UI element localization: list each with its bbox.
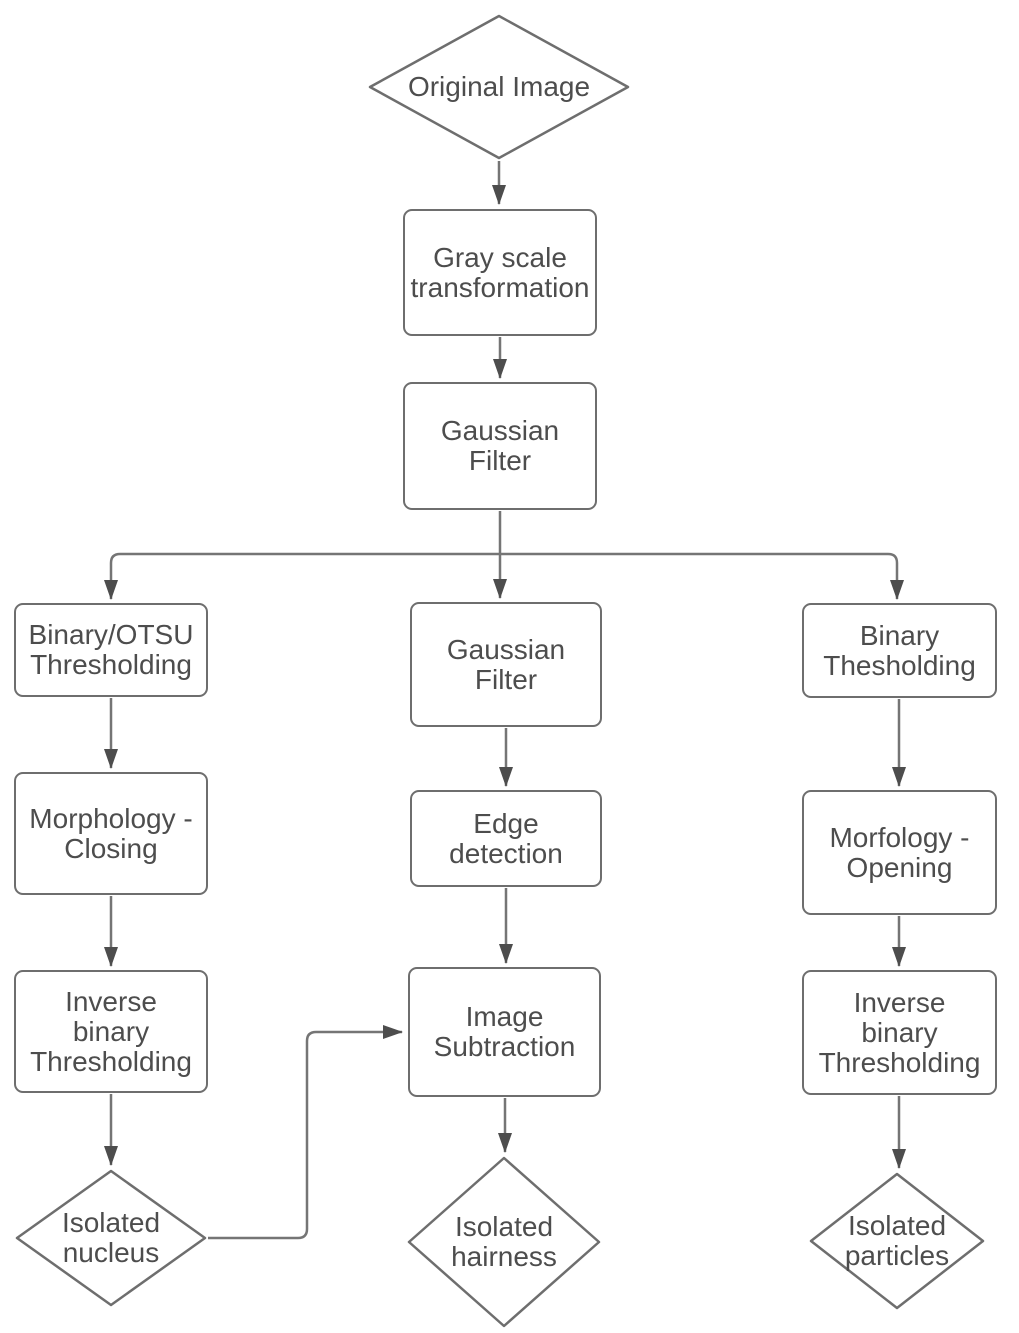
node-label: Inverse binary Thresholding <box>818 986 981 1078</box>
node-label: Binary Thesholding <box>823 619 976 681</box>
node-inverse-binary-thresholding-right: Inverse binary Thresholding <box>802 970 997 1095</box>
diamond-outline <box>407 1156 601 1328</box>
node-original-image: Original Image <box>368 14 630 160</box>
node-label: Gaussian Filter <box>440 415 560 476</box>
node-gaussian-filter-2: Gaussian Filter <box>410 602 602 727</box>
node-binary-otsu-thresholding: Binary/OTSU Thresholding <box>14 603 208 697</box>
node-label: Morphology - Closing <box>29 802 193 864</box>
node-label: Original Image <box>407 71 591 102</box>
diamond-outline <box>15 1169 207 1307</box>
node-label: Binary/OTSU Thresholding <box>28 619 194 680</box>
node-morphology-closing: Morphology - Closing <box>14 772 208 895</box>
edge-gaussian-to-binarythesholding <box>500 552 904 600</box>
node-gray-scale-transformation: Gray scale transformation <box>403 209 597 336</box>
diamond-shape <box>368 14 630 160</box>
node-label: Edge detection <box>449 807 563 869</box>
node-morfology-opening: Morfology - Opening <box>802 790 997 915</box>
edge-nucleus-to-subtraction <box>208 1025 403 1240</box>
diamond-outline <box>368 14 630 160</box>
diamond-shape <box>407 1156 601 1328</box>
diamond-outline <box>809 1172 985 1310</box>
node-edge-detection: Edge detection <box>410 790 602 887</box>
edge-gaussian-to-binaryotsu <box>104 552 500 600</box>
node-label: Inverse binary Thresholding <box>30 985 192 1077</box>
node-label: Isolated nucleus <box>61 1207 161 1268</box>
node-label: Gray scale transformation <box>410 241 590 303</box>
node-label: Image Subtraction <box>433 1001 576 1062</box>
node-label: Gaussian Filter <box>446 633 566 695</box>
node-binary-thesholding: Binary Thesholding <box>802 603 997 698</box>
diamond-shape <box>809 1172 985 1310</box>
node-label: Isolated hairness <box>451 1211 557 1272</box>
node-isolated-hairness: Isolated hairness <box>407 1156 601 1328</box>
node-isolated-nucleus: Isolated nucleus <box>15 1169 207 1307</box>
node-gaussian-filter-1: Gaussian Filter <box>403 382 597 510</box>
node-image-subtraction: Image Subtraction <box>408 967 601 1097</box>
node-isolated-particles: Isolated particles <box>809 1172 985 1310</box>
node-label: Morfology - Opening <box>829 821 970 883</box>
diamond-shape <box>15 1169 207 1307</box>
node-inverse-binary-thresholding-left: Inverse binary Thresholding <box>14 970 208 1093</box>
node-label: Isolated particles <box>844 1210 950 1271</box>
